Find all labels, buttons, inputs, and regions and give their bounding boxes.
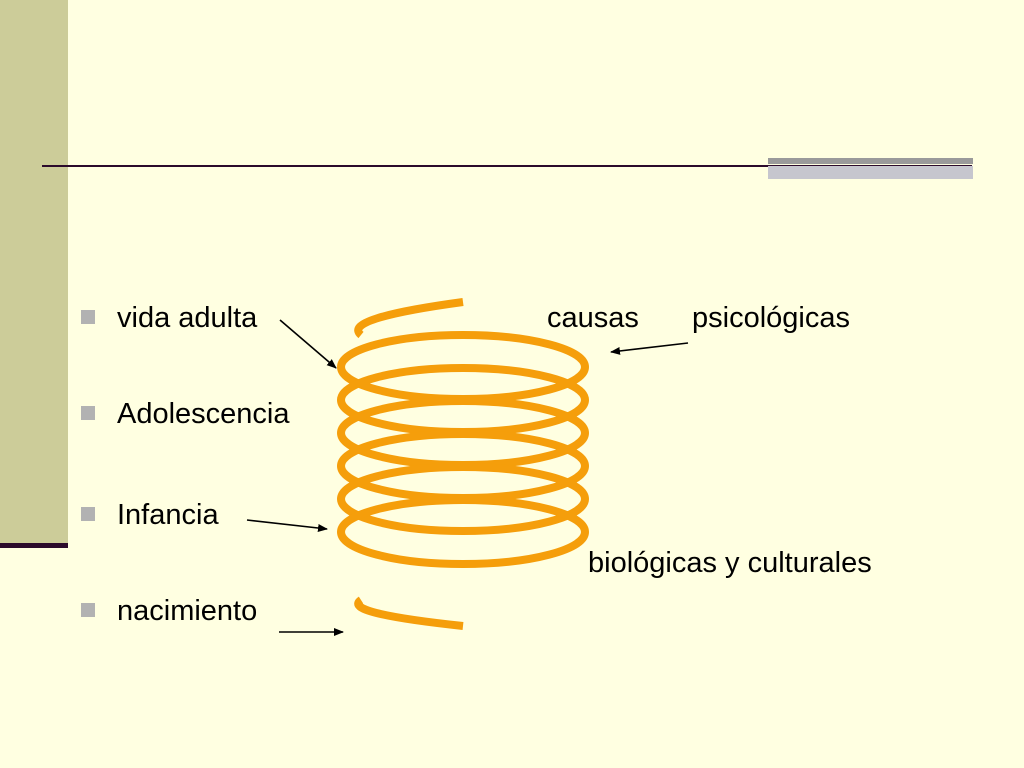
list-item-infancia: Infancia [117,499,219,531]
label-psicologicas: psicológicas [692,302,850,334]
label-biologicas-culturales: biológicas y culturales [588,547,872,579]
title-rule-accent [768,158,973,179]
list-item-adolescencia: Adolescencia [117,398,290,430]
bullet-infancia [81,507,95,521]
arrows [246,319,689,636]
coil [337,298,589,630]
label-causas: causas [547,302,639,334]
arrow-icon [610,342,689,355]
bullet-nacimiento [81,603,95,617]
arrow-icon [279,319,337,369]
title-rule [42,165,972,167]
bullet-adolescencia [81,406,95,420]
list-item-vida-adulta: vida adulta [117,302,258,334]
bullet-vida-adulta [81,310,95,324]
coil-loop [337,463,589,535]
coil-end [354,596,464,630]
coil-loop [337,496,589,568]
side-bar-edge [0,543,68,548]
side-bar [0,0,68,544]
list-item-nacimiento: nacimiento [117,595,258,627]
arrow-icon [246,519,328,532]
coil-end [354,298,464,339]
